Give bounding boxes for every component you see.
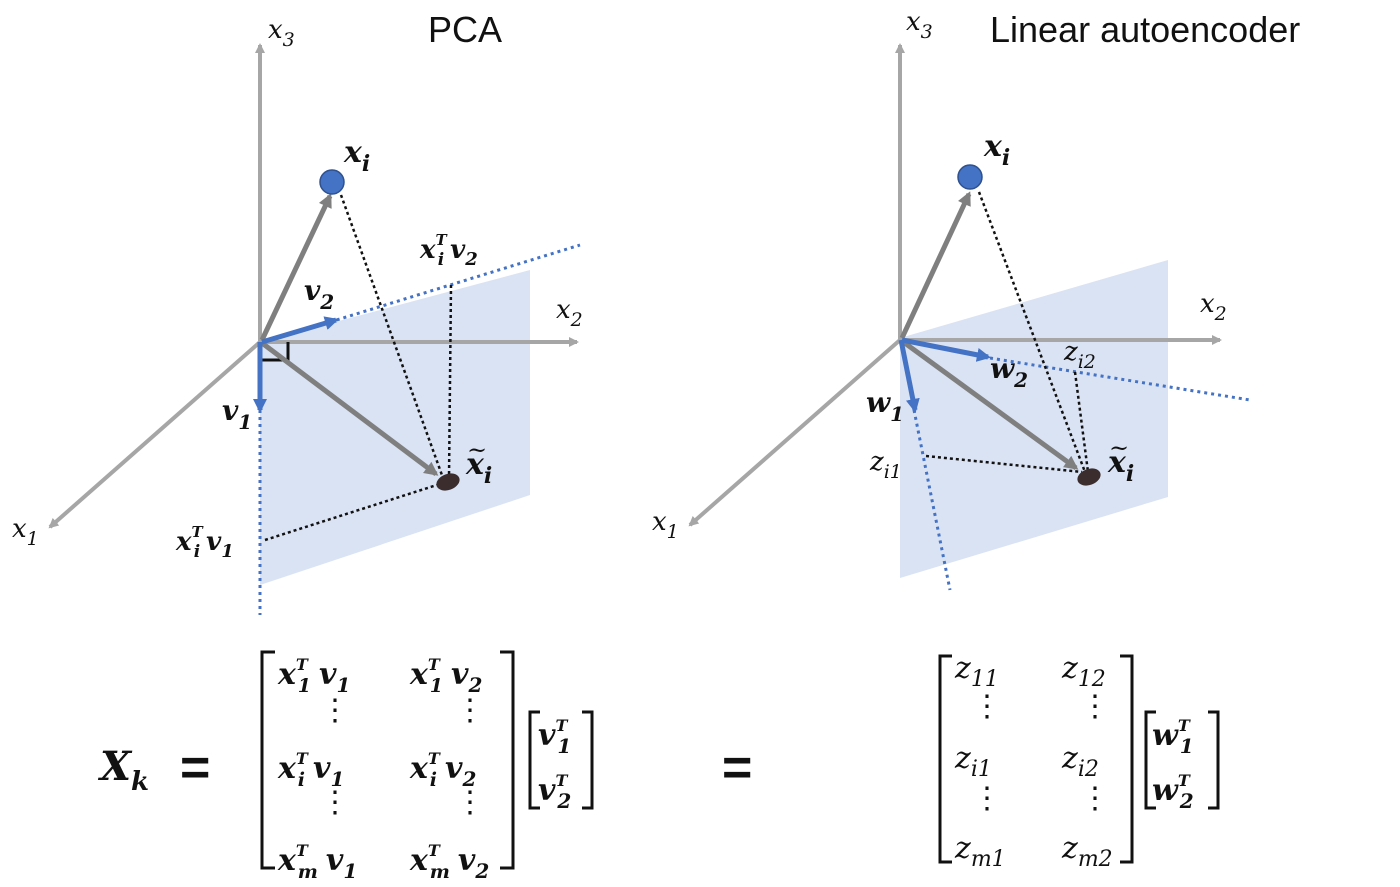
z-matrix-cell: zm2 xyxy=(1061,831,1113,872)
v2-vector xyxy=(261,316,339,345)
pca-title: PCA xyxy=(428,9,502,50)
vdots: ⋮ xyxy=(455,785,485,820)
xi-vector xyxy=(259,193,333,342)
x1-axis xyxy=(48,340,262,529)
pca-matrix-left-bracket xyxy=(260,650,275,870)
tilde-mark: ~ xyxy=(1109,434,1129,462)
x2-axis-label: x2 xyxy=(1200,289,1227,325)
z-matrix-cell: zm1 xyxy=(954,831,1006,872)
x3-axis-label: x3 xyxy=(906,7,933,43)
x1-axis xyxy=(688,338,902,527)
z-matrix-left-bracket xyxy=(938,654,952,864)
vdots: ⋮ xyxy=(1080,781,1110,816)
x1-axis-label: x1 xyxy=(12,514,39,550)
v2-label: v2 xyxy=(304,274,334,314)
xi-label: xi xyxy=(343,135,370,177)
z1-line xyxy=(925,454,1083,474)
projected-point xyxy=(436,473,460,491)
z-matrix-right-bracket xyxy=(1120,654,1134,864)
z-matrix-cell: zi2 xyxy=(1061,741,1099,782)
vdots: ⋮ xyxy=(972,781,1002,816)
xi-tilde-vector xyxy=(900,338,1079,471)
residual-line xyxy=(977,191,1087,473)
w1-vector xyxy=(898,339,920,413)
equals-sign-2: = xyxy=(722,739,752,797)
w-vector-right-bracket xyxy=(1208,710,1220,810)
z-matrix-cell: zi1 xyxy=(954,741,992,782)
projection-plane xyxy=(900,260,1168,578)
z-matrix-cell: z12 xyxy=(1061,651,1106,692)
w2-label: w2 xyxy=(990,352,1028,392)
xi-tilde-label: xi xyxy=(1107,445,1134,487)
equals-sign-1: = xyxy=(180,739,210,797)
vdots: ⋮ xyxy=(455,693,485,728)
w1-span-line xyxy=(912,409,952,591)
projected-point xyxy=(1077,468,1101,486)
v2-span-line xyxy=(329,243,581,324)
w2-span-line xyxy=(989,356,1251,402)
pca-matrix-right-bracket xyxy=(500,650,515,870)
xk-label: Xk xyxy=(97,743,149,797)
vdots: ⋮ xyxy=(1080,689,1110,724)
autoencoder-panel: Linear autoencoder x3 x2 x1 xi xi ~ w2 w… xyxy=(652,7,1300,591)
w2-vector xyxy=(901,337,991,362)
projection-plane xyxy=(260,270,530,585)
proj-v2-line xyxy=(447,284,453,479)
w1-label: w1 xyxy=(866,386,904,426)
z2-label: zi2 xyxy=(1063,337,1096,373)
vdots: ⋮ xyxy=(320,693,350,728)
xi-tilde-label: xi xyxy=(465,447,492,489)
proj-v1-line xyxy=(264,482,441,542)
z1-label: zi1 xyxy=(869,447,902,483)
residual-line xyxy=(339,194,445,479)
vdots: ⋮ xyxy=(972,689,1002,724)
z-matrix-cells: z11 z12 zi1 zi2 zm1 zm2 ⋮ ⋮ ⋮ ⋮ xyxy=(954,651,1113,872)
v-vector-right-bracket xyxy=(582,710,594,810)
v-vector-left-bracket xyxy=(528,710,540,810)
w-vector-left-bracket xyxy=(1144,710,1156,810)
data-point xyxy=(957,164,983,190)
xi-vector xyxy=(899,191,972,340)
tilde-mark: ~ xyxy=(467,436,487,464)
xi-tilde-vector xyxy=(260,341,439,476)
x2-axis-label: x2 xyxy=(556,295,583,331)
x3-axis-label: x3 xyxy=(268,15,295,51)
autoencoder-title: Linear autoencoder xyxy=(990,9,1300,50)
z2-line xyxy=(1073,371,1090,473)
z-matrix-cell: z11 xyxy=(954,651,999,692)
v1-label: v1 xyxy=(222,394,252,434)
data-point xyxy=(319,169,345,195)
x1-axis-label: x1 xyxy=(652,507,679,543)
xi-label: xi xyxy=(983,129,1010,171)
vdots: ⋮ xyxy=(320,785,350,820)
